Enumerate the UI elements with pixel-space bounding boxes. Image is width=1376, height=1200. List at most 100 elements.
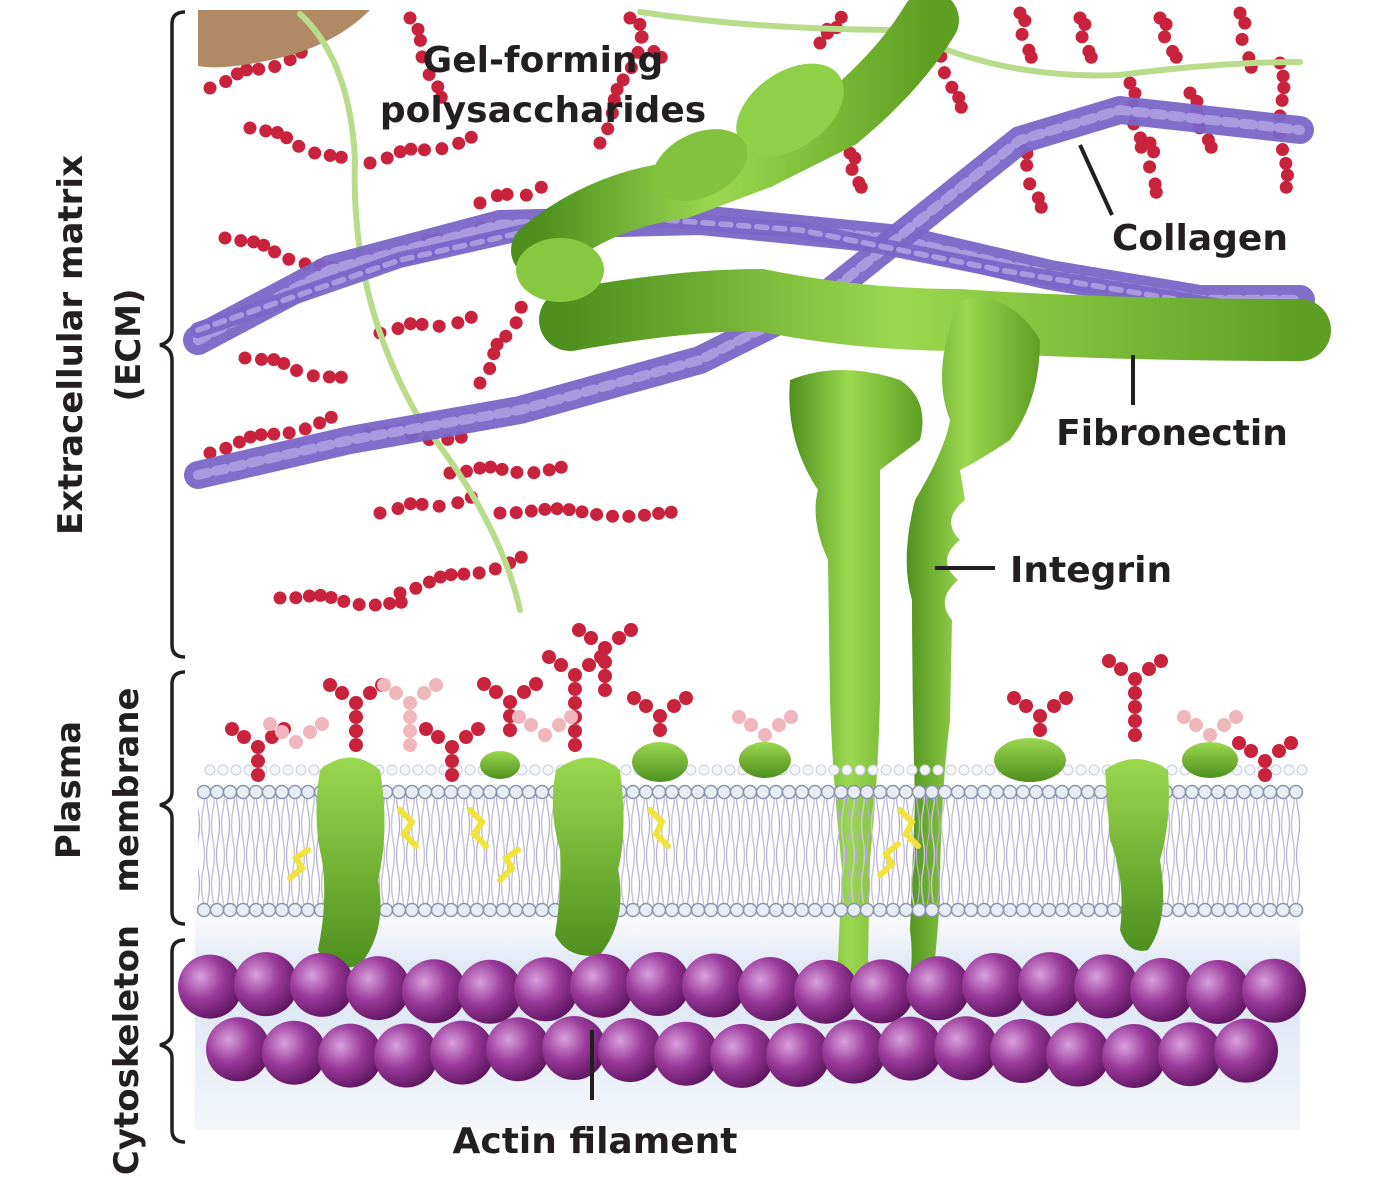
polysaccharide-bead — [635, 30, 649, 44]
phospholipid-head — [893, 764, 905, 776]
polysaccharide-bead — [373, 506, 387, 520]
glycan-bead — [251, 768, 265, 782]
phospholipid-head — [521, 902, 537, 918]
glycan-bead — [431, 730, 445, 744]
phospholipid-head — [716, 784, 732, 800]
glycan-bead — [512, 710, 526, 724]
phospholipid-head — [404, 902, 420, 918]
polysaccharide-bead — [954, 100, 968, 114]
phospholipid-head — [1041, 784, 1057, 800]
glycan-bead — [732, 710, 746, 724]
phospholipid-head — [677, 784, 693, 800]
phospholipid-head — [1028, 902, 1044, 918]
polysaccharide-bead — [622, 509, 636, 523]
phospholipid-head — [209, 902, 225, 918]
polysaccharide-bead — [616, 73, 630, 87]
phospholipid-head — [495, 902, 511, 918]
glycan-bead — [542, 650, 556, 664]
actin-monomer — [318, 1023, 382, 1088]
polysaccharide-bead — [519, 188, 533, 202]
phospholipid-head — [768, 784, 784, 800]
glycan-bead — [598, 669, 612, 683]
polysaccharide-bead — [1078, 17, 1092, 31]
polysaccharide-bead — [509, 316, 523, 330]
phospholipid-head — [430, 784, 446, 800]
leader-lines — [590, 144, 1135, 1100]
phospholipid-head — [716, 902, 732, 918]
glycan-bead — [403, 724, 417, 738]
polysaccharide-bead — [464, 310, 478, 324]
polysaccharide-bead — [483, 362, 497, 376]
polysaccharide-bead — [259, 124, 273, 138]
polysaccharide-bead — [1159, 17, 1173, 31]
polysaccharide-bead — [282, 426, 296, 440]
polysaccharide-bead — [257, 238, 271, 252]
phospholipid-head — [950, 902, 966, 918]
phospholipid-head — [469, 902, 485, 918]
phospholipid-head — [932, 764, 944, 776]
polysaccharide-bead — [240, 63, 254, 77]
glycan-bead — [1203, 728, 1217, 742]
phospholipid-head — [698, 764, 710, 776]
actin-monomer — [654, 1021, 718, 1086]
polysaccharide-bead — [352, 598, 366, 612]
phospholipid-head — [755, 902, 771, 918]
polysaccharide-bead — [1128, 86, 1142, 100]
phospholipid-head — [781, 902, 797, 918]
polysaccharide-bead — [337, 594, 351, 608]
phospholipid-head — [469, 784, 485, 800]
polysaccharide-bead — [1277, 81, 1291, 95]
phospholipid-head — [1067, 784, 1083, 800]
membrane-proteins — [316, 738, 1238, 968]
phospholipid-head — [235, 902, 251, 918]
phospholipid-head — [399, 764, 411, 776]
phospholipid-head — [1244, 764, 1256, 776]
actin-monomer — [962, 952, 1026, 1017]
polysaccharide-bead — [415, 497, 429, 511]
polysaccharide-bead — [391, 502, 405, 516]
polysaccharide-bead — [298, 422, 312, 436]
phospholipid-head — [269, 764, 281, 776]
polysaccharide-bead — [313, 588, 327, 602]
phospholipid-head — [308, 764, 320, 776]
phospholipid-head — [1262, 902, 1278, 918]
membrane-glycans — [225, 623, 1298, 782]
phospholipid-head — [690, 902, 706, 918]
phospholipid-head — [248, 784, 264, 800]
polysaccharide-bead — [324, 590, 338, 604]
polysaccharide-bead — [422, 575, 436, 589]
polysaccharide-bead — [1133, 131, 1147, 145]
phospholipid-head — [1075, 764, 1087, 776]
phospholipid-head — [963, 902, 979, 918]
collagen-label: Collagen — [1112, 218, 1288, 259]
polysaccharide-bead — [1275, 143, 1289, 157]
actin-monomer — [878, 1016, 942, 1081]
actin-monomer — [542, 1016, 606, 1081]
polysaccharide-bead — [473, 196, 487, 210]
glycan-bead — [1229, 710, 1243, 724]
phospholipid-head — [204, 764, 216, 776]
polysaccharide-bead — [232, 435, 246, 449]
polysaccharide-bead — [484, 460, 498, 474]
glycan-bead — [1059, 691, 1073, 705]
polysaccharide-bead — [1233, 6, 1247, 20]
polysaccharide-bead — [267, 353, 281, 367]
phospholipid-head — [1270, 764, 1282, 776]
polysaccharide-bead — [834, 10, 848, 24]
glycan-bead — [552, 718, 566, 732]
polysaccharide-bead — [1149, 185, 1163, 199]
phospholipid-head — [1062, 764, 1074, 776]
polysaccharide-bead — [254, 352, 268, 366]
glycan-bead — [582, 658, 596, 672]
phospholipid-head — [1002, 784, 1018, 800]
integrin-label: Integrin — [1010, 550, 1172, 591]
polysaccharide-bead — [473, 376, 487, 390]
phospholipid-head — [248, 902, 264, 918]
glycan-bead — [772, 718, 786, 732]
phospholipid-head — [789, 764, 801, 776]
polysaccharide-bead — [1075, 30, 1089, 44]
phospholipid-head — [1288, 902, 1304, 918]
glycan-bead — [335, 686, 349, 700]
actin-monomer — [486, 1017, 550, 1082]
polysaccharide-bead — [854, 180, 868, 194]
